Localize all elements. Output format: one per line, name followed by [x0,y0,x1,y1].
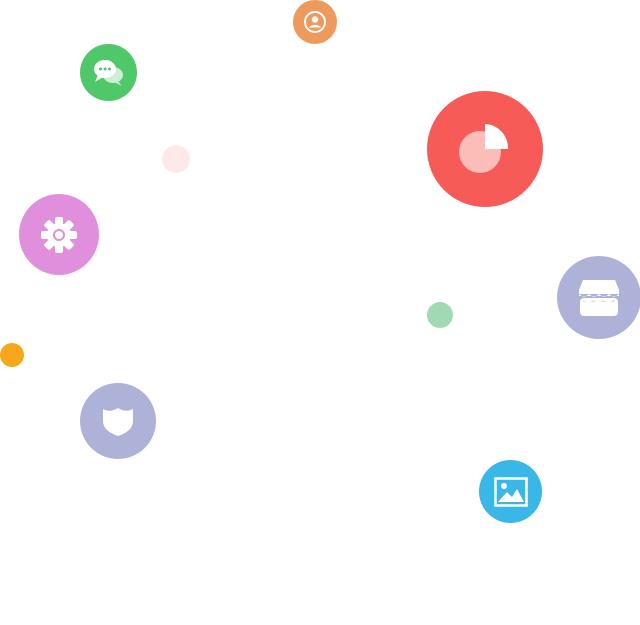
green-dot [427,302,453,328]
storefront-icon [577,278,621,318]
chat-bubble [80,44,137,101]
user-icon [303,10,327,34]
image-bubble [479,460,542,523]
pink-dot [162,145,190,173]
shield-icon [101,405,135,437]
chat-bubble-icon [92,58,126,88]
gear-icon [39,215,79,255]
pie-chart-icon [455,119,515,179]
orange-dot [0,343,24,367]
store-bubble [557,256,640,339]
user-bubble [293,0,337,44]
settings-bubble [19,194,99,275]
pie-chart-bubble [427,91,543,207]
image-icon [493,476,528,507]
shield-bubble [80,383,156,459]
